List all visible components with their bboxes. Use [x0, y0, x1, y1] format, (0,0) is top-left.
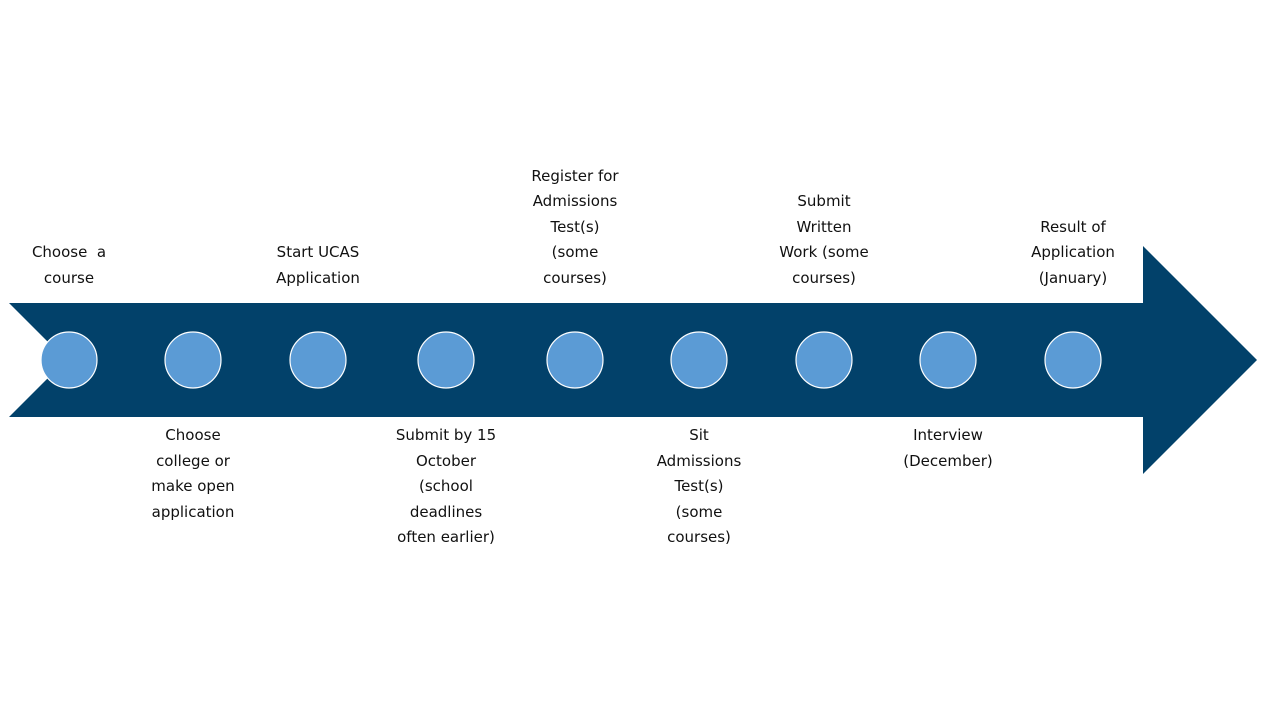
- step-label-line: often earlier): [397, 528, 495, 546]
- timeline-node-1: [40, 331, 98, 389]
- step-label-line: Choose: [165, 426, 221, 444]
- step-label-line: Result of: [1040, 217, 1106, 236]
- step-label-line: (school: [419, 477, 473, 495]
- step-label-1: Choose a course: [0, 240, 139, 291]
- step-label-line: Application: [276, 268, 360, 287]
- timeline-node-3: [289, 331, 347, 389]
- timeline-node-2: [164, 331, 222, 389]
- step-label-line: Admissions: [656, 451, 742, 470]
- step-label-2: Choose college or make open application: [123, 423, 263, 525]
- step-label-9: Result of Application (January): [1003, 215, 1143, 292]
- step-label-line: make open: [151, 477, 235, 495]
- timeline-node-7: [795, 331, 853, 389]
- step-label-line: Interview: [913, 426, 983, 444]
- step-label-line: Register for: [531, 166, 619, 185]
- step-label-line: (January): [1038, 268, 1108, 287]
- step-label-3: Start UCAS Application: [248, 240, 388, 291]
- step-label-line: application: [151, 502, 235, 521]
- timeline-node-5: [546, 331, 604, 389]
- step-label-line: Admissions: [532, 192, 618, 210]
- step-label-line: Start UCAS: [276, 243, 360, 261]
- step-label-line: course: [43, 268, 95, 287]
- timeline-node-8: [919, 331, 977, 389]
- step-label-line: Test(s): [550, 217, 600, 236]
- step-label-line: Work (some: [779, 243, 869, 261]
- timeline-node-4: [417, 331, 475, 389]
- step-label-line: Submit by 15: [395, 426, 497, 444]
- step-label-line: deadlines: [409, 502, 483, 521]
- step-label-8: Interview (December): [878, 423, 1018, 474]
- step-label-line: Choose a: [31, 243, 107, 261]
- step-label-line: courses): [792, 268, 856, 287]
- step-label-line: (December): [903, 451, 993, 470]
- step-label-line: college or: [156, 451, 230, 470]
- step-label-line: Submit: [797, 192, 851, 210]
- step-label-line: courses): [543, 268, 607, 287]
- step-label-4: Submit by 15 October (school deadlines often…: [376, 423, 516, 551]
- step-label-line: Application: [1031, 243, 1115, 261]
- timeline-node-6: [670, 331, 728, 389]
- timeline-node-9: [1044, 331, 1102, 389]
- step-label-line: Written: [796, 217, 852, 236]
- step-label-line: (some: [551, 243, 599, 261]
- step-label-line: courses): [667, 528, 731, 546]
- step-label-line: Test(s): [674, 477, 724, 495]
- step-label-line: (some: [675, 502, 723, 521]
- step-label-line: October: [415, 451, 477, 470]
- timeline-arrow: [9, 246, 1257, 474]
- step-label-line: Sit: [689, 426, 709, 444]
